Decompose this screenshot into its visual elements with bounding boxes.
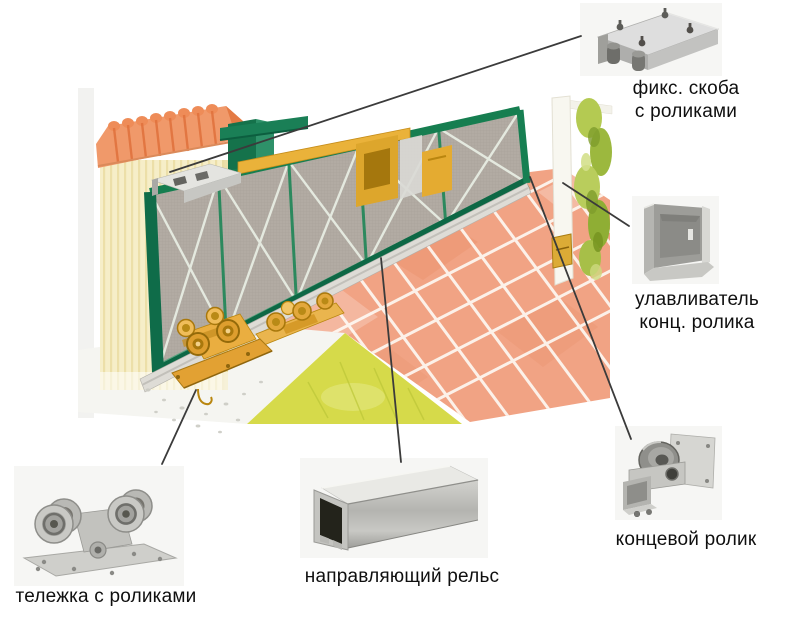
- right-roller-pair: [107, 489, 153, 533]
- end-roller-catcher-label: улавливатель конц. ролика: [635, 289, 759, 333]
- bolts: [616, 8, 694, 47]
- roller-trolley-photo: [14, 466, 184, 586]
- roller-trolley-label: тележка с роликами: [15, 586, 197, 607]
- left-roller-pair: [34, 498, 82, 544]
- slot-hole: [688, 229, 693, 240]
- fixing-bracket-photo: [580, 3, 722, 76]
- trolley-rear: [255, 292, 345, 346]
- rail-c-opening: [320, 498, 342, 544]
- guide-rail-photo: [300, 458, 488, 558]
- gate-illustration: [78, 88, 613, 434]
- end-roller-label: концевой ролик: [615, 529, 757, 550]
- roller-trolleys: [145, 292, 345, 434]
- end-roller-photo: [615, 426, 722, 520]
- trolley-front: [171, 306, 273, 406]
- end-roller-catcher-photo: [632, 196, 719, 284]
- hanging-hook: [197, 388, 213, 406]
- catcher-plate-on-post: [551, 233, 573, 269]
- wash-edge: [78, 88, 94, 418]
- fixing-bracket-label: фикс. скоба с роликами: [632, 78, 740, 122]
- guide-rail-label: направляющий рельс: [304, 566, 500, 587]
- rollers: [607, 42, 645, 71]
